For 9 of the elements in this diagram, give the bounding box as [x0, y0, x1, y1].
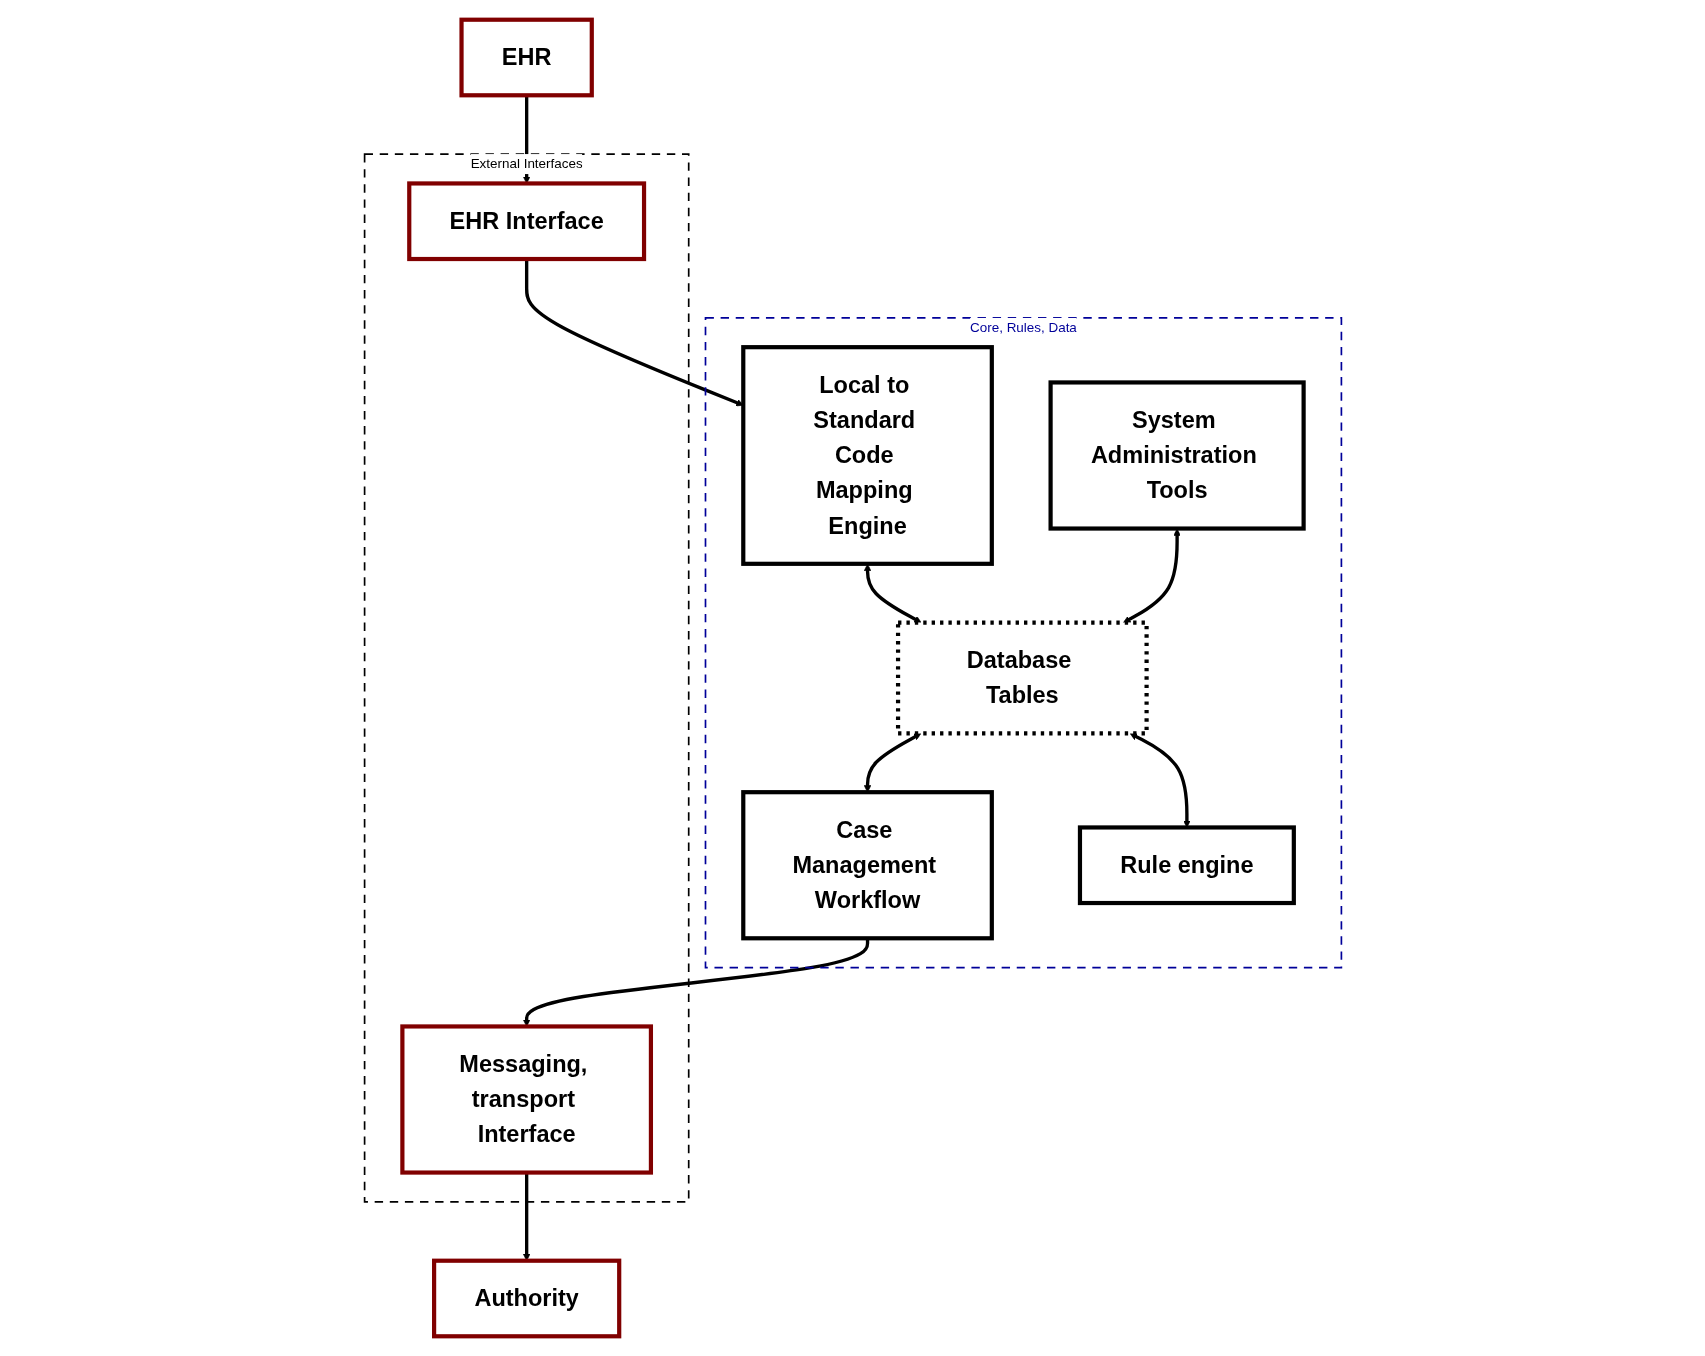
node-box: Local to Standard Code Mapping Engine — [740, 345, 994, 566]
node-box: Rule engine — [1077, 825, 1296, 906]
node-box: Authority — [431, 1258, 621, 1339]
node-box: System Administration Tools — [1048, 380, 1306, 531]
node-box: EHR Interface — [406, 181, 646, 262]
node-box: Database Tables — [895, 620, 1149, 736]
node-box: EHR — [458, 17, 594, 98]
node-box: Messaging, transport Interface — [399, 1024, 653, 1175]
node-box: Case Management Workflow — [740, 790, 994, 941]
